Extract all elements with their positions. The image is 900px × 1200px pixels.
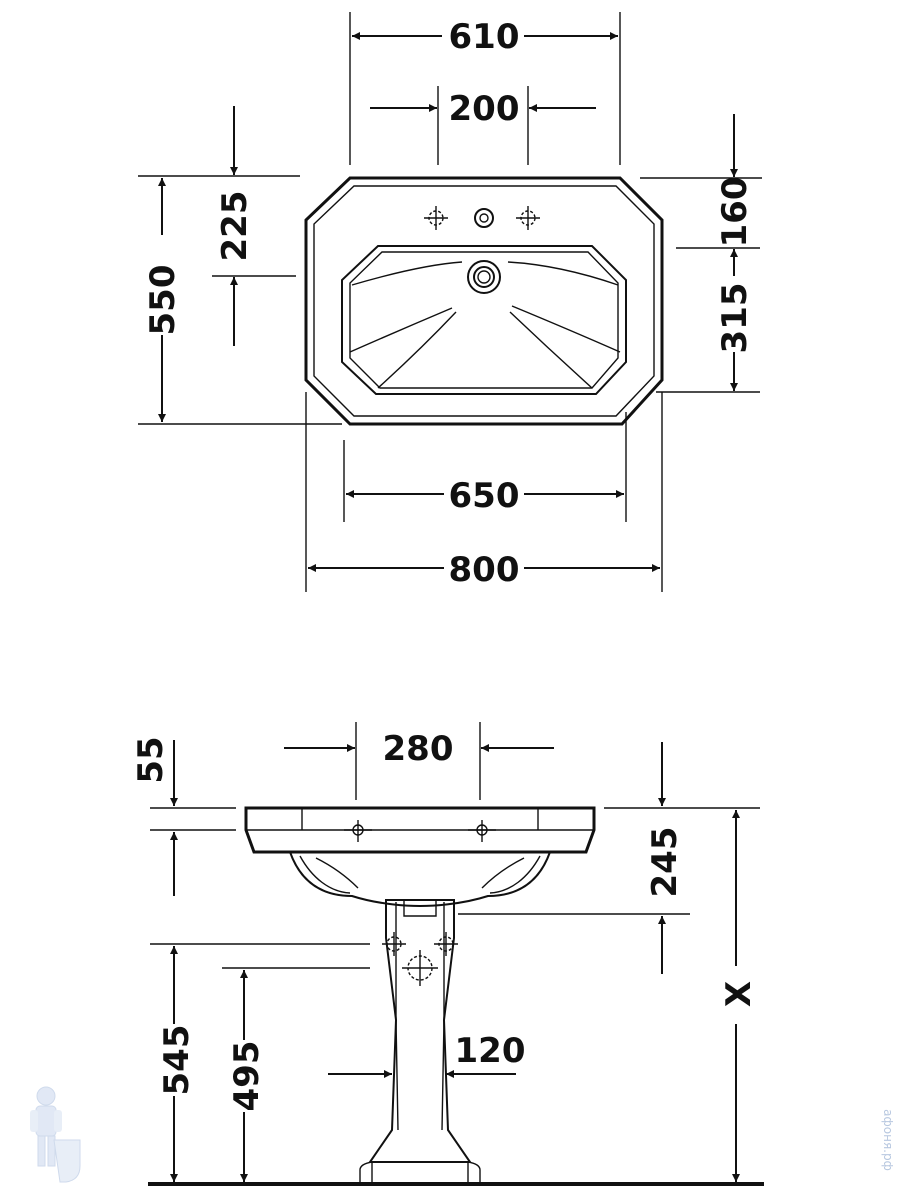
bowl-underside [289,851,551,908]
dim-225-label: 225 [215,191,255,262]
supply-right-icon [434,932,458,956]
tap-hole-right-icon [516,206,540,230]
tap-hole-center-icon [474,208,494,228]
basin-outline-inner [313,185,655,417]
tap-hole-left-icon [424,206,448,230]
dim-120-label: 120 [455,1031,526,1071]
dim-280-label: 280 [383,729,454,769]
basin-outline-outer [304,176,664,426]
dim-650-label: 650 [449,476,520,516]
dim-800-label: 800 [449,550,520,590]
tap-marker-right-icon [468,820,496,842]
dim-160-label: 160 [715,177,755,248]
watermark-text: афоня.рф [881,1109,895,1171]
top-view: 610 200 550 225 160 315 650 800 [138,12,762,592]
side-extension-lines [150,722,760,969]
dim-245-label: 245 [645,827,685,898]
waste-icon [402,950,438,986]
supply-left-icon [382,932,406,956]
tap-marker-left-icon [344,820,372,842]
dim-x-label: X [719,981,759,1007]
bowl-outline [341,245,627,395]
bowl-ridges [349,261,621,389]
dim-315-label: 315 [715,283,755,354]
dim-495-label: 495 [227,1041,267,1112]
mascot-logo [30,1086,81,1183]
top-extension-lines [138,12,762,592]
dim-55-label: 55 [131,736,171,783]
side-view: 280 55 245 X 545 495 120 [131,722,764,1186]
dim-610-label: 610 [449,17,520,57]
dim-200-label: 200 [449,89,520,129]
dim-550-label: 550 [143,265,183,336]
dim-545-label: 545 [157,1025,197,1096]
drain-icon [467,260,501,294]
